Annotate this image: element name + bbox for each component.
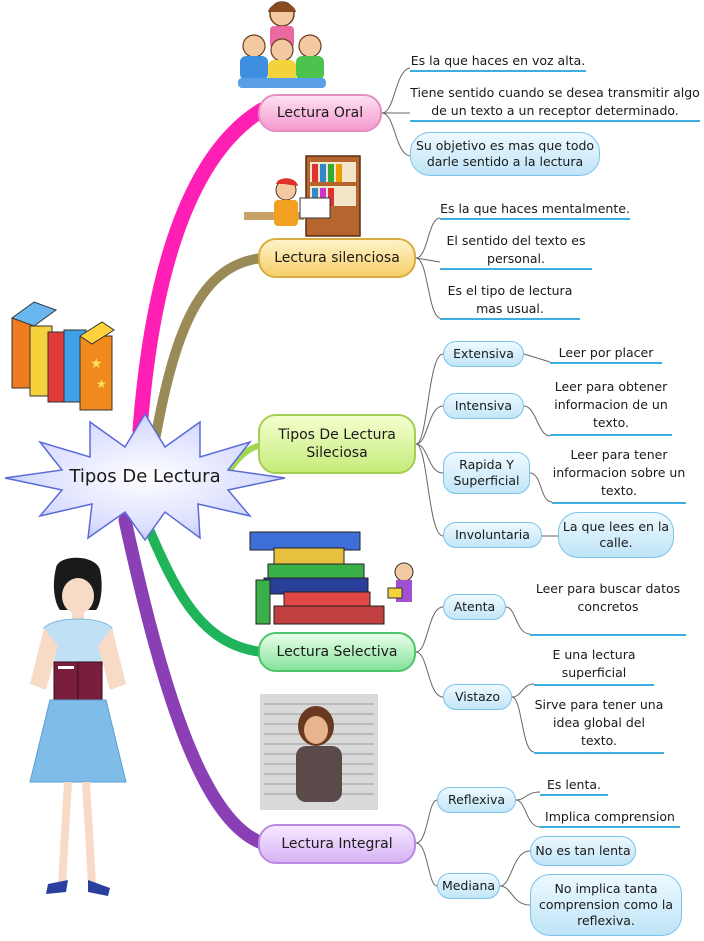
oral-note-1: Es la que haces en voz alta. [410, 52, 586, 72]
integral-mediana[interactable]: Mediana [437, 873, 500, 899]
svg-text:★: ★ [90, 356, 103, 372]
branch-lectura-integral[interactable]: Lectura Integral [258, 824, 416, 864]
silenciosa-note-2: El sentido del texto es personal. [440, 232, 592, 270]
tipo-involuntaria-note[interactable]: La que lees en la calle. [558, 512, 674, 558]
central-topic[interactable]: Tipos De Lectura [69, 466, 221, 488]
branch-line-silenciosa [150, 253, 267, 445]
oral-note-3[interactable]: Su objetivo es mas que todo darle sentid… [410, 132, 600, 176]
selectiva-vistazo[interactable]: Vistazo [443, 684, 512, 710]
tipo-intensiva[interactable]: Intensiva [443, 393, 524, 419]
branch-line-selectiva [140, 515, 267, 657]
central-star-shape [4, 412, 286, 542]
branch-lectura-silenciosa[interactable]: Lectura silenciosa [258, 238, 416, 278]
reflexiva-note-1: Es lenta. [540, 776, 608, 796]
mediana-note-1[interactable]: No es tan lenta [530, 836, 636, 866]
central-star [4, 412, 286, 542]
tipo-rapida-superficial[interactable]: Rapida Y Superficial [443, 452, 530, 494]
vistazo-note-1: E una lectura superficial [534, 646, 654, 686]
oral-note-2: Tiene sentido cuando se desea transmitir… [410, 84, 700, 122]
atenta-note: Leer para buscar datos concretos [530, 580, 686, 636]
mediana-note-2[interactable]: No implica tanta comprension como la ref… [530, 874, 682, 936]
branch-lectura-oral[interactable]: Lectura Oral [258, 94, 382, 132]
reflexiva-note-2: Implica comprension [540, 808, 680, 828]
tipo-extensiva-note: Leer por placer [550, 344, 662, 364]
silenciosa-note-1: Es la que haces mentalmente. [440, 200, 630, 220]
svg-text:★: ★ [96, 377, 107, 391]
books-pile-illustration [249, 531, 414, 625]
silenciosa-note-3: Es el tipo de lectura mas usual. [440, 282, 580, 320]
tipo-extensiva[interactable]: Extensiva [443, 341, 524, 367]
girl-hug-photo [260, 694, 378, 810]
tipo-intensiva-note: Leer para obtener informacion de un text… [550, 378, 672, 436]
selectiva-atenta[interactable]: Atenta [443, 594, 506, 620]
vistazo-note-2: Sirve para tener una idea global del tex… [534, 696, 664, 754]
tipo-involuntaria[interactable]: Involuntaria [443, 522, 542, 548]
children-reading-illustration [238, 1, 326, 88]
book-stack-illustration: ★ ★ [10, 301, 115, 411]
boy-bookshelf-illustration [244, 155, 361, 237]
girl-reading-illustration [29, 557, 127, 896]
tipo-rapida-note: Leer para tener informacion sobre un tex… [552, 446, 686, 504]
integral-reflexiva[interactable]: Reflexiva [437, 787, 516, 813]
branch-tipos-lectura-silenciosa[interactable]: Tipos De Lectura Sileciosa [258, 414, 416, 474]
branch-lectura-selectiva[interactable]: Lectura Selectiva [258, 632, 416, 672]
branch-line-integral [118, 513, 269, 850]
branch-line-oral [132, 102, 270, 438]
